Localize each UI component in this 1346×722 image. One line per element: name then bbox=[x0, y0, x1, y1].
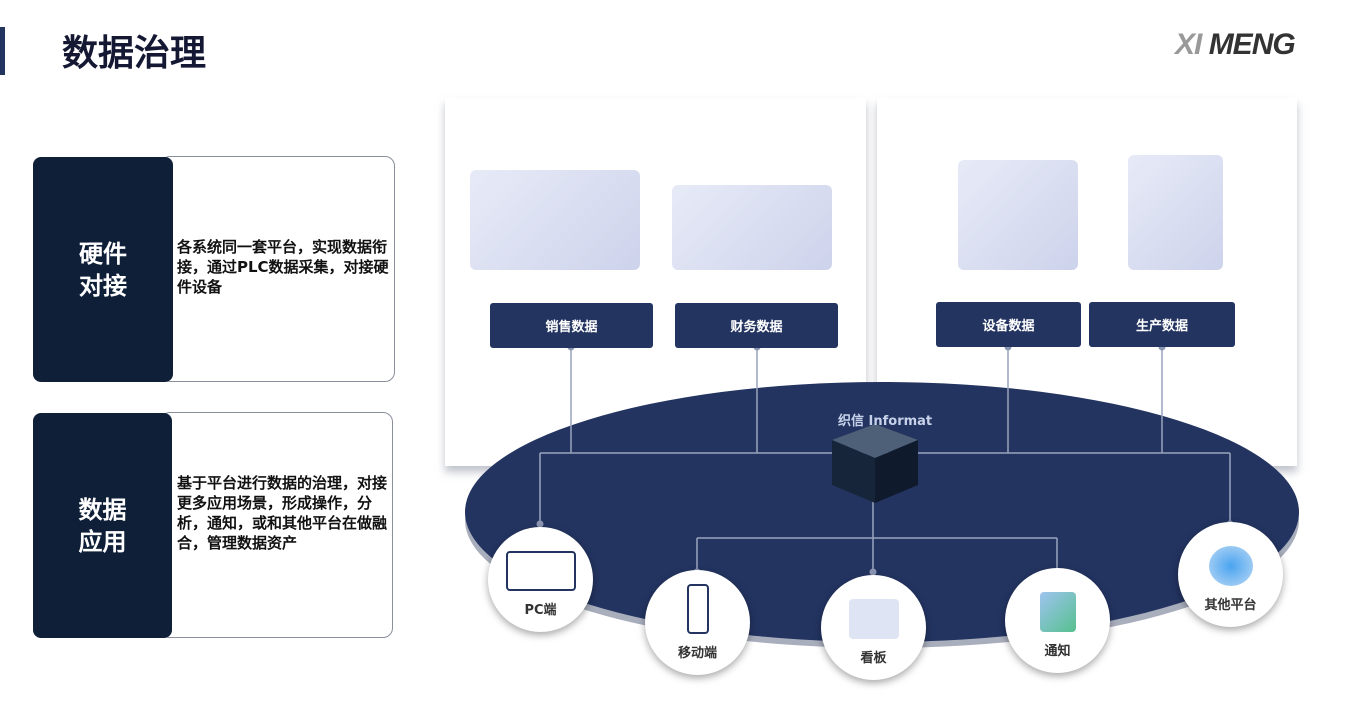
output-label: 其他平台 bbox=[1204, 598, 1257, 613]
notification-icon bbox=[1039, 592, 1076, 632]
hardware-heading: 硬件对接 bbox=[33, 157, 173, 382]
informat-cube-icon bbox=[832, 424, 918, 503]
output-notification[interactable]: 通知 bbox=[1005, 568, 1110, 673]
heading-line: 对接 bbox=[79, 271, 127, 300]
application-heading: 数据应用 bbox=[33, 413, 172, 638]
platform-icon bbox=[1208, 546, 1253, 586]
heading-line: 应用 bbox=[78, 527, 127, 556]
source-finance[interactable]: 财务数据 bbox=[675, 303, 838, 348]
sales-illustration bbox=[470, 170, 640, 270]
title-accent-bar bbox=[0, 27, 5, 75]
phone-icon bbox=[686, 584, 709, 634]
output-label: PC端 bbox=[524, 603, 557, 618]
source-sales[interactable]: 销售数据 bbox=[490, 303, 653, 348]
source-production[interactable]: 生产数据 bbox=[1089, 302, 1235, 347]
heading-line: 数据 bbox=[78, 495, 127, 524]
dashboard-icon bbox=[848, 599, 899, 639]
source-equipment[interactable]: 设备数据 bbox=[936, 302, 1081, 347]
application-description: 基于平台进行数据的治理，对接更多应用场景，形成操作，分析，通知，或和其他平台在做… bbox=[177, 474, 388, 552]
output-label: 通知 bbox=[1044, 644, 1071, 659]
output-label: 移动端 bbox=[677, 646, 717, 661]
equipment-illustration bbox=[958, 160, 1078, 270]
output-dashboard[interactable]: 看板 bbox=[821, 575, 926, 680]
ximeng-logo: XI MENG bbox=[1175, 28, 1296, 61]
output-mobile[interactable]: 移动端 bbox=[645, 570, 750, 675]
hardware-card: 各系统同一套平台，实现数据衔接，通过PLC数据采集，对接硬件设备 bbox=[160, 156, 395, 382]
hub-label: 织信 Informat bbox=[838, 414, 933, 429]
hardware-description: 各系统同一套平台，实现数据衔接，通过PLC数据采集，对接硬件设备 bbox=[177, 238, 389, 296]
finance-illustration bbox=[672, 185, 832, 270]
output-other-platforms[interactable]: 其他平台 bbox=[1178, 522, 1283, 627]
production-illustration bbox=[1128, 155, 1223, 270]
output-pc[interactable]: PC端 bbox=[488, 527, 593, 632]
output-label: 看板 bbox=[860, 651, 887, 666]
application-card: 基于平台进行数据的治理，对接更多应用场景，形成操作，分析，通知，或和其他平台在做… bbox=[160, 412, 393, 638]
page-title: 数据治理 bbox=[62, 33, 207, 74]
heading-line: 硬件 bbox=[79, 239, 127, 268]
monitor-icon bbox=[505, 551, 576, 591]
